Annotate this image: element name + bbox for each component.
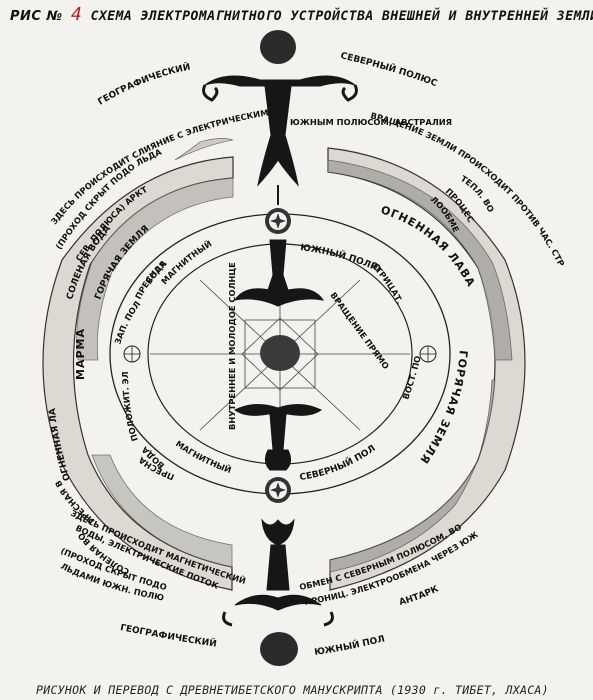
inner-south-pole-label: ЮЖНЫЙ ПОЛЮС (0, 0, 382, 275)
bottom-geographic-label: ГЕОГРАФИЧЕСКИЙ (119, 623, 217, 650)
title-text: СХЕМА ЭЛЕКТРОМАГНИТНОГО УСТРОЙСТВА ВНЕШН… (90, 9, 593, 24)
page-title: РИС № 4 СХЕМА ЭЛЕКТРОМАГНИТНОГО УСТРОЙСТ… (10, 4, 593, 25)
inner-sun-disc (260, 335, 300, 371)
upper-compass (265, 208, 291, 234)
south-pole-disc (260, 632, 298, 666)
top-north-pole-label: СЕВЕРНЫЙ ПОЛЮС (339, 51, 438, 89)
lower-compass (265, 477, 291, 503)
east-pole-marker (419, 345, 437, 363)
magnetic-top-label: МАГНИТНЫЙ (159, 238, 213, 287)
inner-sun-label: ВНУТРЕННЕЕ И МОЛОДОЕ СОЛНЦЕ (227, 262, 237, 430)
left-shell (42, 138, 234, 591)
footer-caption: РИСУНОК И ПЕРЕВОД С ДРЕВНЕТИБЕТСКОГО МАН… (36, 683, 549, 697)
electric-line: ЮЖНЫМ ПОЛЮСОМ, АВСТРАЛИЯ (290, 117, 452, 127)
figure-prefix: РИС № (10, 9, 63, 24)
north-pole-disc (260, 30, 296, 64)
figure-number: 4 (70, 4, 83, 25)
left-marma: МАРМА (74, 328, 87, 380)
west-pole-marker (123, 345, 141, 363)
right-shell (327, 147, 526, 591)
axis-ornaments (202, 75, 358, 627)
right-hot-earth: ГОРЯЧАЯ ЗЕМЛЯ (417, 350, 470, 467)
top-geographic-label: ГЕОГРАФИЧЕСКИЙ (96, 61, 191, 108)
